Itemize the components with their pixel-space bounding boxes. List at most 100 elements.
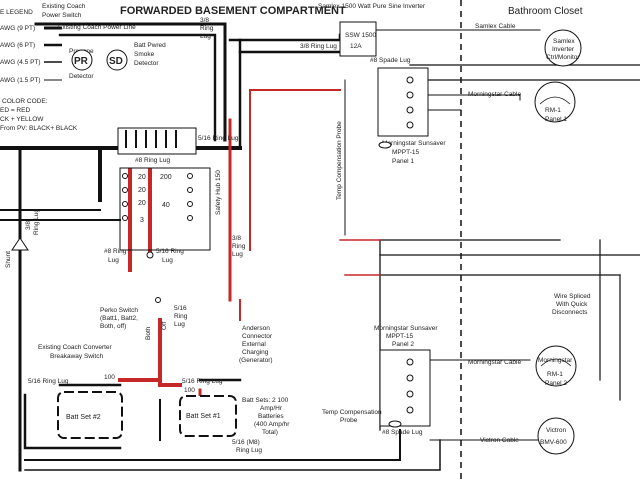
ring-lug-516-mid: 5/16 Ring xyxy=(156,248,184,255)
spade-lug-top-label: #8 Spade Lug xyxy=(370,57,411,64)
ring-lug-8-center: #8 Ring Lug xyxy=(135,157,170,164)
coach-power-switch-label-2: Power Switch xyxy=(42,12,82,19)
inverter-box xyxy=(339,21,377,57)
svg-text:AWG (6 PT): AWG (6 PT) xyxy=(0,42,35,49)
ring-lug-8-left: #8 Ring xyxy=(104,248,127,255)
smoke-detector-icon xyxy=(106,49,128,71)
ring-lug-38-top-2: Ring xyxy=(200,25,214,32)
propane-detector-icon xyxy=(71,49,93,71)
samlex-monitor-icon xyxy=(544,29,582,67)
safety-hub-label: Safety Hub 150 xyxy=(215,170,222,215)
bus-number-40: 40 xyxy=(162,202,170,209)
ring-lug-38-mid-3: Lug xyxy=(232,251,243,258)
batt-set-1-box xyxy=(179,395,237,437)
batt-set-2-label: Batt Set #2 xyxy=(66,414,101,421)
bathroom-closet-heading: Bathroom Closet xyxy=(508,6,583,17)
anderson-label-5: (Generator) xyxy=(239,357,273,364)
svg-text:From PV: BLACK+ BLACK: From PV: BLACK+ BLACK xyxy=(0,125,78,132)
svg-text:CK + YELLOW: CK + YELLOW xyxy=(0,116,44,123)
inverter-label: Samlex 1500 Watt Pure Sine Inverter xyxy=(318,3,426,10)
ring-lug-38-mid-2: Ring xyxy=(232,243,246,250)
anderson-label-3: External xyxy=(242,341,266,348)
batt-set-2-ring-lug: 5/16 Ring Lug xyxy=(28,378,69,385)
batteries-note-2: Amp/Hr xyxy=(260,405,283,412)
ring-lug-516-mid-2: Lug xyxy=(162,257,173,264)
wire-spliced-label-2: With Quick xyxy=(556,301,588,308)
morningstar-meter-2-label-2: RM-1 xyxy=(547,371,563,378)
fuse-terminals xyxy=(122,173,193,221)
anderson-label: Anderson xyxy=(242,325,270,332)
ring-lug-8-left-2: Lug xyxy=(108,257,119,264)
svg-text:ED = RED: ED = RED xyxy=(0,107,30,114)
ring-lug-516-perko: 5/16 xyxy=(174,305,187,312)
fuse-block xyxy=(119,167,211,251)
ring-lug-38-mid: 3/8 xyxy=(232,235,241,242)
propane-detector-label-2: Detector xyxy=(69,73,94,80)
mppt-panel2-label: Morningstar Sunsaver xyxy=(374,325,438,332)
bus-bar-posts xyxy=(125,130,177,148)
inverter-model: SSW 1500 xyxy=(345,32,376,39)
perko-switch-label-2: (Batt1, Batt2, xyxy=(100,315,138,322)
ring-lug-38-right: 3/8 Ring Lug xyxy=(300,43,337,50)
rm1-panel1-label: RM-1 xyxy=(545,107,561,114)
temp-probe-2-icon xyxy=(388,420,402,428)
batteries-note-4: (400 Amp/hr xyxy=(254,421,290,428)
temp-probe-2-label: Temp Compensation xyxy=(322,409,382,416)
batt-set-2-box xyxy=(57,391,123,439)
batt-set-1-label: Batt Set #1 xyxy=(186,413,221,420)
rm1-panel1-label-2: Panel 1 xyxy=(545,116,567,123)
ring-lug-38-top-3: Lug xyxy=(200,33,211,40)
svg-text:COLOR CODE:: COLOR CODE: xyxy=(2,98,48,105)
mppt-panel1-box xyxy=(377,67,429,137)
lug-marker-center xyxy=(146,251,154,259)
ring-lug-m8-2: Ring Lug xyxy=(236,447,262,454)
morningstar-meter-2-label: Morningstar xyxy=(538,357,573,364)
bus-number-20-a: 20 xyxy=(138,174,146,181)
left-fragment-38: 3/8 xyxy=(25,221,32,230)
ring-lug-m8: 5/16 (M8) xyxy=(232,439,260,446)
shunt-label: Shunt xyxy=(5,251,12,268)
bus-number-3: 3 xyxy=(140,217,144,224)
morningstar-cable-2-label: Morningstar Cable xyxy=(468,359,521,366)
ring-lug-516-top: 5/16 Ring Lug xyxy=(198,135,239,142)
temp-probe-vertical-label: Temp Compensation Probe xyxy=(336,121,343,200)
bus-number-20-b: 20 xyxy=(138,187,146,194)
batteries-note-5: Total) xyxy=(262,429,278,436)
perko-position-both: Both xyxy=(145,326,152,340)
smoke-detector-symbol: SD xyxy=(109,56,123,67)
victron-cable-label: Victron Cable xyxy=(480,437,519,444)
spade-lug-bottom-label: #8 Spade Lug xyxy=(382,429,423,436)
mppt-panel1-label: Morningstar Sunsaver xyxy=(382,140,446,147)
batteries-note: Batt Sets: 2 100 xyxy=(242,397,289,404)
bus-number-20-c: 20 xyxy=(138,200,146,207)
mppt-panel2-label-3: Panel 2 xyxy=(392,341,414,348)
morningstar-meter-2-needle xyxy=(540,358,572,367)
temp-probe-1-icon xyxy=(378,141,392,149)
shunt-icon xyxy=(11,237,29,251)
red-wiring xyxy=(58,89,381,412)
smoke-detector-label-2: Smoke xyxy=(134,51,155,58)
left-fragment-ring-lug: Ring Lug xyxy=(33,209,40,235)
batt-set-1-ring-lug: 5/16 Ring Lug xyxy=(182,378,223,385)
batt-set-1-number: 100 xyxy=(184,387,195,394)
perko-position-off: Off xyxy=(161,321,168,330)
anderson-label-4: Charging xyxy=(242,349,269,356)
samlex-monitor-label-2: Inverter xyxy=(552,46,575,53)
morningstar-cable-1-label: Morningstar Cable xyxy=(468,91,521,98)
smoke-detector-label-3: Detector xyxy=(134,60,159,67)
samlex-cable-label: Samlex Cable xyxy=(475,23,516,30)
coach-power-switch-label: Existing Coach xyxy=(42,3,86,10)
wire-spliced-label: Wire Spliced xyxy=(554,293,591,300)
svg-text:AWG (1.5 PT): AWG (1.5 PT) xyxy=(0,77,41,84)
rm1-panel1-needle xyxy=(539,96,571,105)
morningstar-meter-2-icon xyxy=(535,345,577,387)
diagram-title: FORWARDED BASEMENT COMPARTMENT xyxy=(120,5,346,17)
batteries-note-3: Batteries xyxy=(258,413,284,420)
anderson-label-2: Connector xyxy=(242,333,273,340)
perko-switch-label: Perko Switch xyxy=(100,307,138,314)
mppt-panel1-terminals xyxy=(406,76,414,129)
inverter-amps: 12A xyxy=(350,43,362,50)
bus-number-200: 200 xyxy=(160,174,172,181)
wire-spliced-label-3: Disconnects xyxy=(552,309,588,316)
mppt-panel2-label-2: MPPT-15 xyxy=(386,333,413,340)
